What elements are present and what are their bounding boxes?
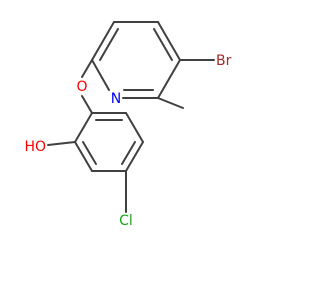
bond-c2-c3: [157, 21, 181, 61]
hydroxyl-label: HO: [24, 139, 46, 155]
pyridine-nitrogen-label: N: [111, 91, 121, 107]
bond-c9-c10-inner: [121, 141, 136, 165]
bond-c2-c3-inner: [153, 28, 173, 61]
bond-c7-oh: [47, 141, 76, 146]
ether-oxygen-label: O: [76, 79, 87, 95]
bond-c1-methyl: [157, 97, 184, 109]
bond-c6-c7: [74, 112, 93, 143]
chemical-structure-diagram: Br N O HO Cl: [24, 21, 232, 229]
bond-c1-c2: [157, 59, 181, 99]
bond-c5-o: [81, 59, 93, 78]
bond-c7-c8: [74, 141, 93, 172]
structure-canvas: Br N O HO Cl: [24, 21, 232, 229]
bond-c9-c10: [125, 141, 144, 172]
bond-o-c6: [81, 95, 93, 114]
bromine-label: Br: [216, 53, 232, 69]
bond-c10-c11: [125, 112, 144, 143]
bond-c7-c8-inner: [82, 141, 97, 165]
bond-c4-c5: [91, 21, 115, 61]
atom-labels: Br N O HO Cl: [24, 53, 231, 229]
bond-c4-c5-inner: [99, 28, 119, 61]
chlorine-label: Cl: [119, 213, 133, 229]
bond-c5-n: [91, 59, 110, 91]
bonds: [47, 21, 215, 213]
